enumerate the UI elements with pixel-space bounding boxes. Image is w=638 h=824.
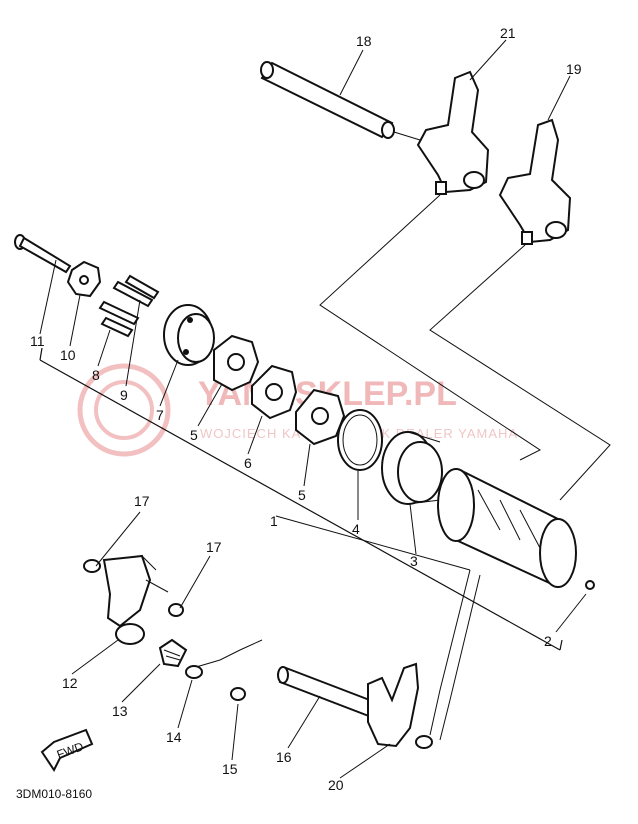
plate-5-lower (295, 388, 346, 446)
shift-fork-21 (416, 70, 490, 195)
callout-20: 20 (328, 777, 344, 793)
callout-leaders (39, 39, 587, 779)
spring-13 (158, 638, 188, 668)
pins-8 (98, 300, 140, 338)
callout-3: 3 (410, 553, 418, 569)
bolt-11 (14, 234, 72, 274)
callout-13: 13 (112, 703, 128, 719)
callout-11: 11 (30, 333, 45, 349)
callout-1: 1 (270, 513, 278, 529)
shift-shaft-16 (277, 666, 382, 720)
callout-9: 9 (120, 387, 128, 403)
bearing-3 (381, 431, 443, 505)
shift-fork-19 (498, 118, 572, 245)
circlip-15 (230, 687, 246, 701)
callout-14: 14 (166, 729, 182, 745)
circlip-17-upper (83, 559, 101, 573)
guide-bar-18 (260, 61, 421, 141)
circlip-4 (337, 409, 383, 471)
callout-2: 2 (544, 633, 552, 649)
callout-17-lower: 17 (206, 539, 222, 555)
callout-10: 10 (60, 347, 76, 363)
stopper-10 (66, 260, 102, 298)
spring-14 (185, 639, 263, 679)
segment-7 (163, 304, 215, 366)
callout-18: 18 (356, 33, 372, 49)
callout-numbers: 18 21 19 11 10 8 9 7 5 6 5 1 4 3 2 17 17… (30, 25, 582, 793)
callout-16: 16 (276, 749, 292, 765)
callout-4: 4 (352, 521, 360, 537)
callout-7: 7 (156, 407, 164, 423)
plate-6 (251, 364, 298, 420)
callout-8: 8 (92, 367, 100, 383)
shift-drum-1 (437, 468, 595, 590)
callout-19: 19 (566, 61, 582, 77)
shift-fork-20 (367, 662, 433, 749)
callout-21: 21 (500, 25, 516, 41)
callout-15: 15 (222, 761, 238, 777)
callout-5-lower: 5 (298, 487, 306, 503)
callout-17-upper: 17 (134, 493, 150, 509)
callout-6: 6 (244, 455, 252, 471)
assembly-bracket-lines (39, 194, 611, 741)
drawing-code: 3DM010-8160 (16, 787, 92, 801)
callout-12: 12 (62, 675, 78, 691)
pins-9 (112, 274, 160, 308)
shift-lever-12 (102, 554, 169, 645)
callout-5-upper: 5 (190, 427, 198, 443)
fwd-arrow-icon: FWD (40, 728, 94, 772)
plate-5-upper (213, 334, 260, 392)
circlip-17-lower (168, 603, 184, 617)
